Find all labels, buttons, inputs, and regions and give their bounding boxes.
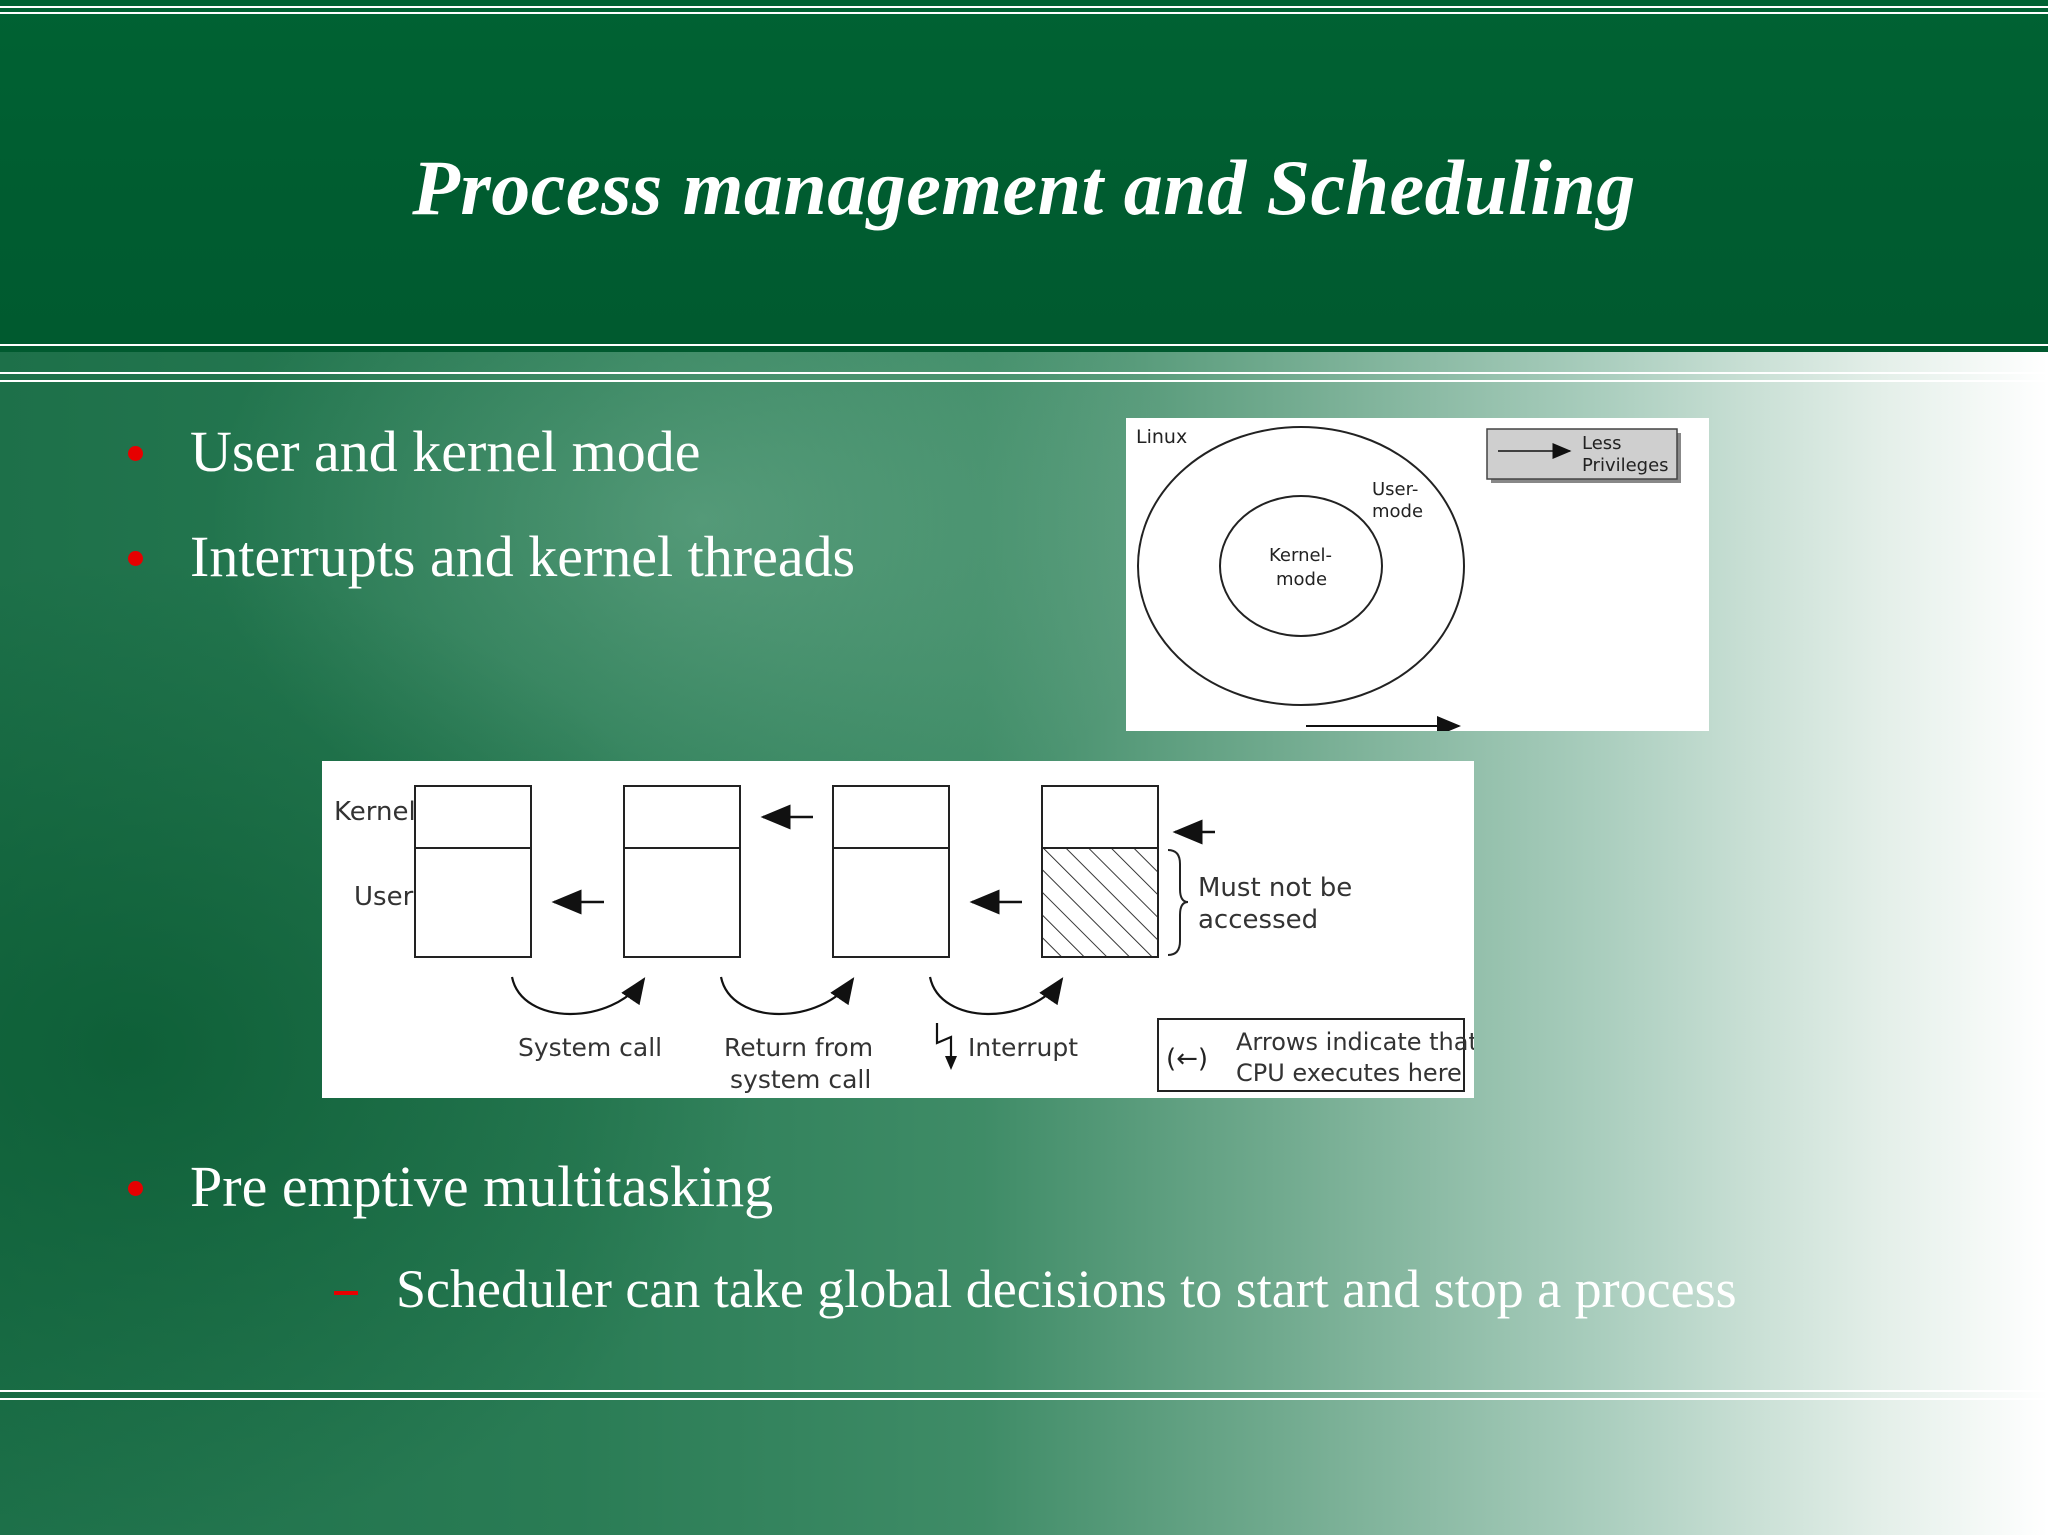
legend-box [1157,1018,1465,1092]
sub-bullet-scheduler: Scheduler can take global decisions to s… [396,1259,1737,1319]
slide-title: Process management and Scheduling [412,144,1636,231]
accessed-label: accessed [1198,905,1318,935]
user-row-label: User [354,882,414,912]
bullet-marker [128,446,143,461]
kernel-mode-ring [1219,495,1383,637]
title-bar [0,0,2048,352]
legend-arrow-icon: (←) [1166,1044,1208,1074]
state-column [414,785,532,958]
footer-rule-1 [0,1390,2048,1392]
header-rule-bottom-2 [0,372,2048,374]
bullet-preemptive-multitasking: Pre emptive multitasking [190,1154,774,1219]
kernel-row-label: Kernel [334,797,416,827]
user-mode-ring [1137,426,1465,706]
state-column [623,785,741,958]
bullet-marker [128,1181,143,1196]
header-rule-top-2 [0,12,2048,14]
bullet-marker [128,551,143,566]
state-column [832,785,950,958]
mode-transition-svg: Kernel User System call Return from syst… [334,785,1478,1094]
legend-less: Less [1582,433,1622,454]
header-rule-bottom-3 [0,380,2048,382]
system-call-caption: System call [518,1033,662,1062]
header-rule-bottom-1 [0,344,2048,346]
interrupt-arrow-icon [928,976,1064,1015]
privilege-ring-svg: Linux User- mode Kernel- mode Less Privi… [1136,426,1681,736]
footer-rule-2 [0,1398,2048,1400]
user-mode-label-2: mode [1372,501,1423,522]
system-call-arrow-icon [510,976,646,1015]
hatched-region [1042,848,1158,957]
return-caption-2: system call [730,1065,871,1094]
return-arrow-icon [719,976,855,1015]
lightning-tip-icon [945,1056,957,1070]
privilege-ring-diagram: Linux User- mode Kernel- mode Less Privi… [1126,418,1709,736]
legend-line-1: Arrows indicate that [1236,1028,1474,1056]
mode-transition-diagram: Kernel User System call Return from syst… [322,761,1478,1098]
os-label: Linux [1136,426,1187,448]
sub-bullet-marker [334,1291,358,1295]
legend-privileges: Privileges [1582,455,1669,476]
lightning-bolt-icon [935,1023,953,1064]
must-not-be-label: Must not be [1198,873,1352,903]
bullet-user-kernel-mode: User and kernel mode [190,419,701,484]
interrupt-caption: Interrupt [968,1033,1078,1062]
header-rule-top-1 [0,6,2048,8]
brace-icon [1167,849,1189,956]
state-column [1041,785,1159,958]
return-caption: Return from [724,1033,873,1062]
kernel-mode-label-2: mode [1276,569,1327,590]
legend-line-2: CPU executes here [1236,1059,1462,1087]
user-mode-label: User- [1372,479,1418,500]
kernel-mode-label: Kernel- [1269,545,1332,566]
bullet-interrupts-kernel-threads: Interrupts and kernel threads [190,524,856,589]
legend-box [1486,428,1678,480]
